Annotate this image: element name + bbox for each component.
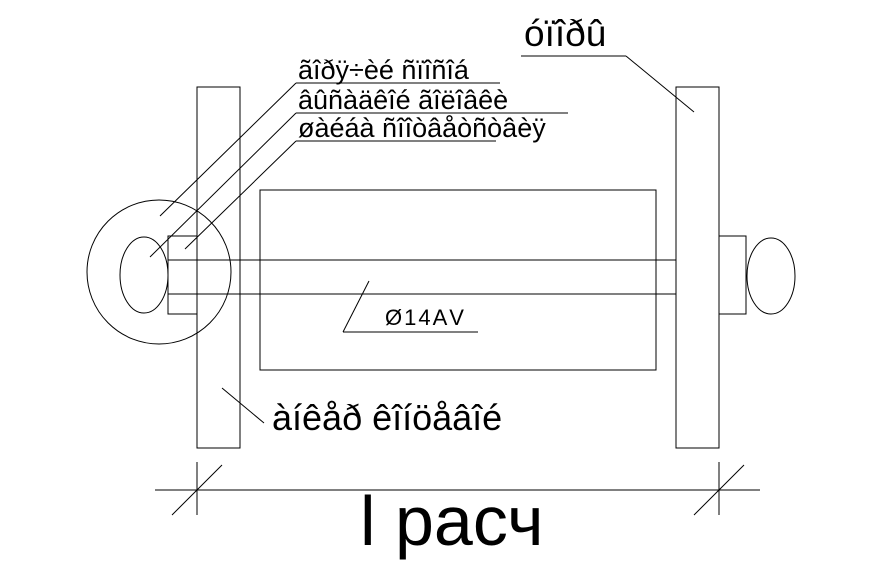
dimension-tick-left [171,464,223,516]
leader-label-3: øàéáà ñîîòâåòñòâèÿ [298,113,546,143]
support-label: óïîðû [524,13,606,54]
right-washer [718,235,747,315]
leader-label-2: âûñàäêîé ãîëîâêè [298,85,508,115]
leader-line-2 [149,112,297,258]
leader-line-1 [159,82,297,217]
dimension-label: l расч [360,482,544,560]
leader-line-3 [184,140,297,250]
left-upset-head [119,236,169,314]
concrete-element [259,189,657,371]
detail-circle [86,199,232,345]
right-support-plate [675,86,720,449]
rebar-label: Ø14АV [385,305,466,330]
support-leader [625,55,695,113]
anchor-label: àíêåð êîíöåâîé [272,397,502,438]
leader-label-1: ãîðÿ÷èé ñïîñîá [298,55,470,85]
left-support-plate [196,86,241,449]
anchor-leader [221,387,265,424]
right-upset-head [746,237,796,315]
left-washer [167,235,198,315]
rebar-leader [342,280,370,333]
dimension-tick-right [693,464,745,516]
